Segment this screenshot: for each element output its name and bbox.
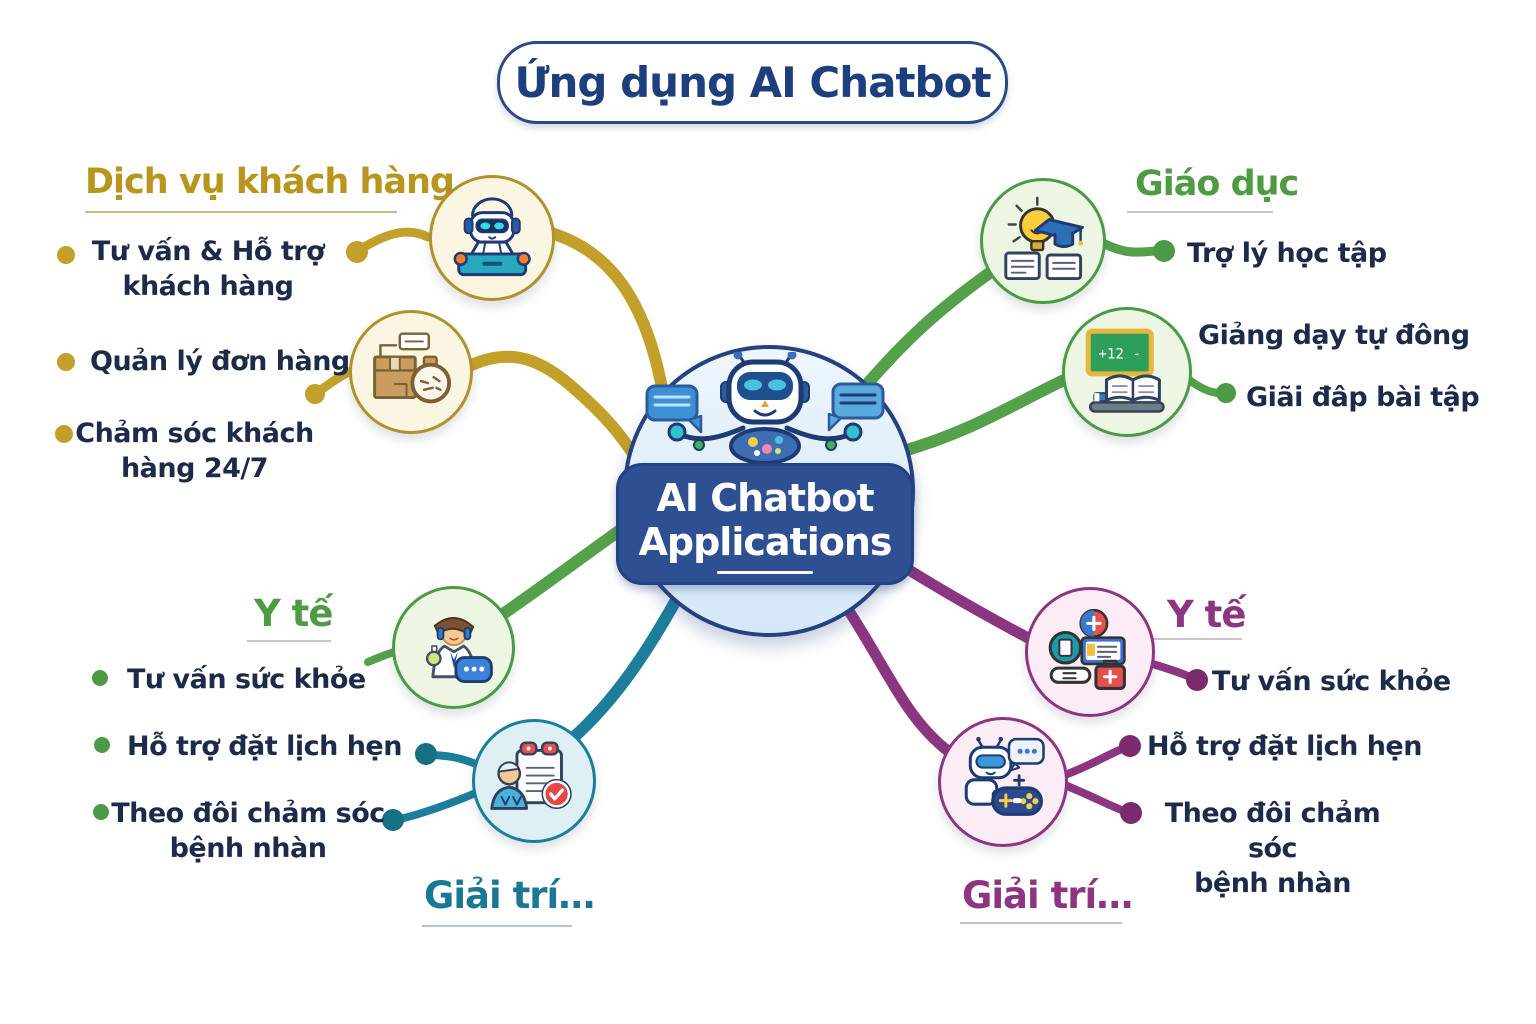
teal-link-dot xyxy=(382,809,404,831)
gold-link-dot xyxy=(305,384,325,404)
section-heading-health-left: Y tế xyxy=(254,592,333,635)
education-underline xyxy=(1127,211,1273,213)
chatbot-robot-icon xyxy=(645,352,885,465)
chalkboard-book-icon: +12 - xyxy=(1085,328,1165,413)
bullet-dot-gold xyxy=(55,425,73,443)
appointment-node xyxy=(472,719,596,843)
gold-connector-2 xyxy=(542,226,668,394)
doctor-chat-icon xyxy=(425,616,493,683)
title-banner: Ứng dụng AI Chatbot xyxy=(497,41,1008,124)
list-item: Quản lý đơn hàng xyxy=(90,346,350,377)
teal-connector-2 xyxy=(430,751,480,768)
gold-connector-4 xyxy=(459,350,638,458)
list-item: Tư vấn sức khỏe xyxy=(127,664,366,695)
customer-service-underline xyxy=(85,211,397,213)
entertainment-left-underline xyxy=(422,925,572,927)
list-item: Theo đôi chảm sóc bệnh nhàn xyxy=(111,798,385,865)
customer-service-node xyxy=(429,175,555,301)
order-management-node xyxy=(349,310,473,434)
bullet-dot-green xyxy=(92,670,108,686)
central-label-line2: Applications xyxy=(638,520,893,564)
bullet-dot-gold xyxy=(57,246,75,264)
purple-connector-5 xyxy=(1058,780,1128,815)
list-item: Trợ lý học tập xyxy=(1187,238,1387,269)
entertainment-right-underline xyxy=(960,922,1122,924)
list-item: Hỗ trợ đặt lịch hẹn xyxy=(1147,731,1422,762)
chalkboard-label: +12 - xyxy=(1098,347,1141,363)
list-item: Giãi đâp bài tập xyxy=(1246,382,1480,413)
bullet-dot-green xyxy=(93,804,109,820)
section-heading-education: Giáo dục xyxy=(1135,164,1299,204)
section-heading-entertainment-left: Giải trí… xyxy=(424,874,595,917)
page-title: Ứng dụng AI Chatbot xyxy=(514,58,991,107)
order-package-icon xyxy=(372,332,451,403)
green-link-dot xyxy=(1216,383,1236,403)
entertainment-node xyxy=(938,717,1068,847)
purple-link-dot xyxy=(1186,669,1208,691)
bullet-dot-gold xyxy=(57,353,75,371)
green-connector-3 xyxy=(894,374,1070,458)
bullet-dot-green xyxy=(94,737,110,753)
green-connector-6 xyxy=(364,648,398,666)
green-connector-5 xyxy=(497,517,636,620)
section-heading-entertainment-right: Giải trí… xyxy=(962,874,1133,917)
health-right-underline xyxy=(1150,638,1242,640)
purple-connector-3 xyxy=(839,599,954,757)
patient-record-icon xyxy=(489,741,572,810)
medical-kit-icon xyxy=(1048,609,1127,691)
teal-connector-1 xyxy=(567,596,681,744)
list-item: Theo đôi chảm sóc bệnh nhàn xyxy=(1164,798,1381,900)
education-node-1 xyxy=(980,178,1106,304)
health-right-node xyxy=(1025,587,1155,717)
robot-gaming-icon xyxy=(964,737,1045,817)
purple-link-dot xyxy=(1120,802,1142,824)
gold-connector-1 xyxy=(356,227,433,254)
section-heading-customer-service: Dịch vụ khách hàng xyxy=(85,162,455,202)
health-left-underline xyxy=(247,640,331,642)
purple-connector-4 xyxy=(1058,745,1126,780)
gold-link-dot xyxy=(346,241,368,263)
list-item: Hỗ trợ đặt lịch hẹn xyxy=(127,731,402,762)
list-item: Chảm sóc khách hàng 24/7 xyxy=(75,418,314,485)
list-item: Tư vấn sức khỏe xyxy=(1212,666,1451,697)
list-item: Tư vấn & Hỗ trợ khách hàng xyxy=(91,236,325,303)
section-heading-health-right: Y tế xyxy=(1167,593,1246,636)
idea-learning-icon xyxy=(1004,196,1084,280)
teal-connector-3 xyxy=(396,788,482,823)
central-label-line1: AI Chatbot xyxy=(656,476,875,520)
central-node-label: AI Chatbot Applications xyxy=(616,463,914,585)
health-left-node xyxy=(392,586,515,709)
list-item: Giảng dạy tự đông xyxy=(1198,320,1470,351)
teal-link-dot xyxy=(415,743,437,765)
central-label-underline xyxy=(717,571,813,574)
green-link-dot xyxy=(1153,240,1175,262)
support-robot-icon xyxy=(453,197,531,276)
education-node-2: +12 - xyxy=(1062,307,1192,437)
purple-link-dot xyxy=(1119,735,1141,757)
green-connector-1 xyxy=(856,268,994,396)
